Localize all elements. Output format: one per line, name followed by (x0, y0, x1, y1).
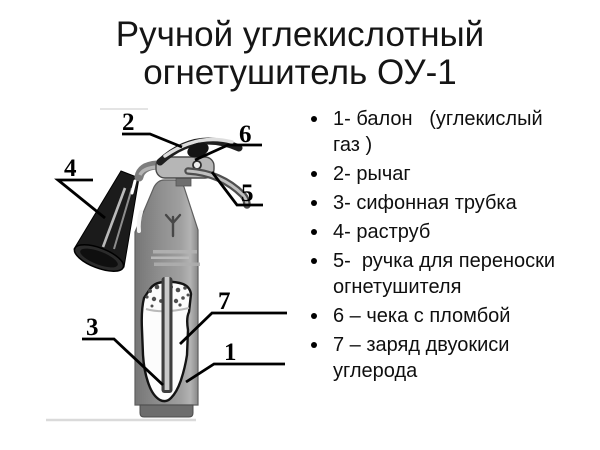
cylinder-base (139, 404, 194, 418)
callout-line-2 (122, 132, 183, 149)
page-title-line1: Ручной углекислотный (115, 15, 485, 54)
legend-item-3: 3- сифонная трубка (305, 190, 565, 216)
legend-item-text: 2- рычаг (333, 163, 411, 185)
legend-item-2: 2- рычаг (305, 161, 565, 187)
bullet-icon (311, 200, 317, 206)
legend-item-1: 1- балон (углекислый газ ) (305, 106, 565, 158)
body-label-smudge (151, 250, 200, 266)
parts-legend: 1- балон (углекислый газ ) 2- рычаг 3- с… (305, 106, 565, 387)
callout-line-3 (82, 337, 164, 387)
callout-number-3: 3 (86, 314, 99, 341)
legend-item-7: 7 – заряд двуокиси углерода (305, 332, 565, 384)
bullet-icon (311, 171, 317, 177)
valve-head (134, 137, 251, 209)
bullet-icon (311, 258, 317, 264)
legend-item-text: 1- балон (углекислый газ ) (333, 108, 549, 156)
legend-item-text: 6 – чека с пломбой (333, 305, 511, 327)
callout-line-5 (210, 171, 263, 207)
callout-line-1 (185, 362, 285, 384)
callout-numbers: 2 6 4 5 3 7 1 (64, 109, 254, 366)
callout-number-6: 6 (239, 121, 252, 148)
legend-item-6: 6 – чека с пломбой (305, 303, 565, 329)
legend-item-text: 5- ручка для переноски огнетушителя (333, 250, 561, 298)
callout-number-7: 7 (218, 288, 231, 315)
legend-item-4: 4- раструб (305, 219, 565, 245)
legend-item-5: 5- ручка для переноски огнетушителя (305, 248, 565, 300)
callout-line-4 (54, 178, 106, 220)
callout-number-4: 4 (64, 155, 77, 182)
callout-number-1: 1 (224, 339, 237, 366)
legend-item-text: 3- сифонная трубка (333, 192, 517, 214)
callout-number-5: 5 (241, 180, 254, 207)
bullet-icon (311, 313, 317, 319)
callout-number-2: 2 (122, 109, 135, 136)
bullet-icon (311, 116, 317, 122)
bullet-icon (311, 342, 317, 348)
page-title: Ручной углекислотный огнетушитель ОУ-1 (0, 16, 600, 92)
callout-line-7 (179, 311, 287, 346)
cutaway-section (140, 277, 193, 403)
valve-mark (164, 213, 182, 238)
bullet-icon (311, 229, 317, 235)
extinguisher-diagram: 2 6 4 5 3 7 1 (46, 108, 287, 422)
page-title-line2: огнетушитель ОУ-1 (143, 53, 457, 92)
callout-line-6 (194, 143, 262, 162)
siphon-tube (161, 277, 173, 393)
legend-item-text: 7 – заряд двуокиси углерода (333, 334, 515, 382)
discharge-horn (73, 170, 140, 272)
legend-item-text: 4- раструб (333, 221, 431, 243)
callout-lines (54, 132, 287, 387)
